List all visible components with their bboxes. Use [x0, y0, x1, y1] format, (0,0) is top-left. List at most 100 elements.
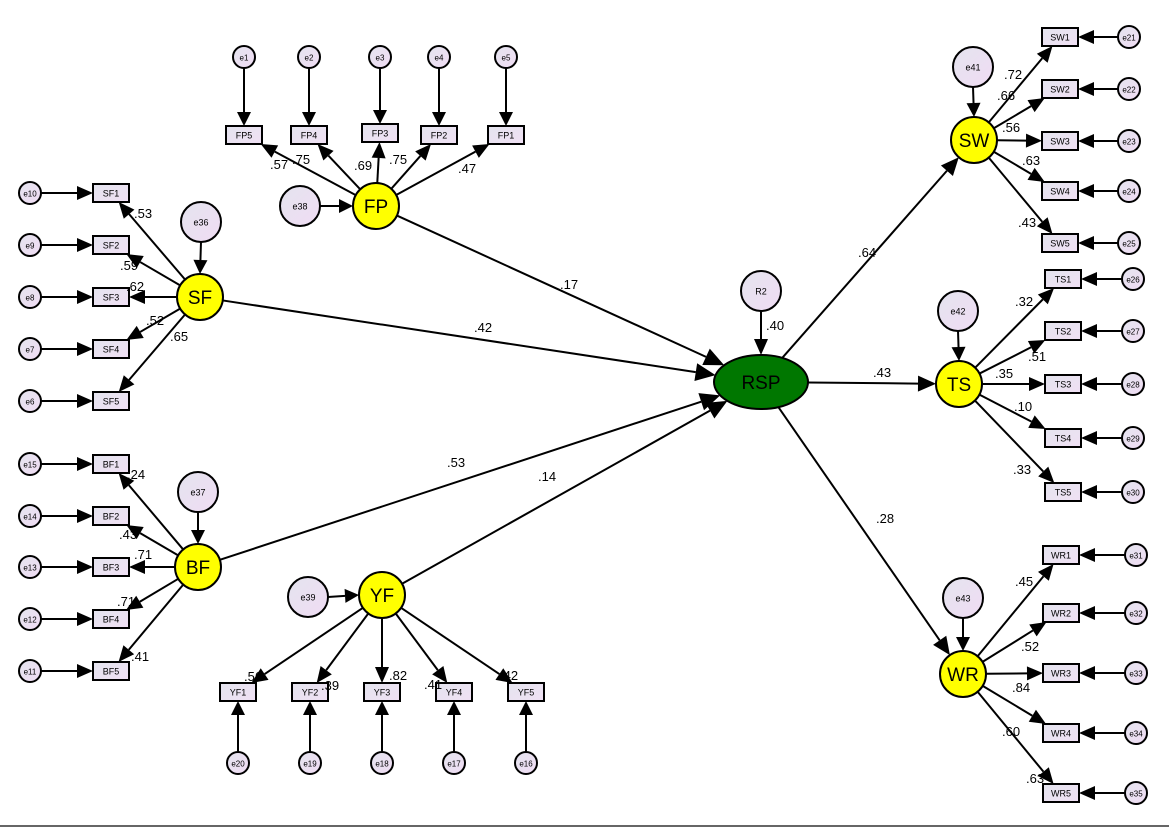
loading-label-sf1: .53: [134, 206, 152, 221]
path-rsp-to-sw: [781, 157, 959, 359]
edge-line: [394, 612, 439, 671]
edge-line: [974, 399, 1044, 473]
error-e17: [442, 751, 466, 775]
indicator-sf4: [92, 339, 130, 359]
error-arrow-e1: [237, 68, 251, 126]
path-coef-yf: .14: [538, 469, 556, 484]
indicator-wr1: [1042, 545, 1080, 565]
loading-label-bf4: .71: [117, 594, 135, 609]
arrowhead-icon: [694, 363, 716, 382]
loading-bf-1: [118, 473, 184, 551]
error-arrow-e25: [1078, 236, 1118, 250]
indicator-ts4: [1044, 428, 1082, 448]
arrowhead-icon: [126, 595, 144, 610]
loading-fp-2: [317, 144, 361, 190]
arrowhead-icon: [499, 112, 513, 126]
edge-line: [781, 170, 948, 359]
indicator-bf5-label: BF5: [103, 667, 120, 677]
path-rsp-to-wr: [777, 406, 950, 656]
central-node-label: RSP: [741, 373, 780, 394]
arrowhead-icon: [1029, 377, 1045, 391]
error-e30: [1121, 480, 1145, 504]
loading-sw-3: [996, 133, 1042, 148]
indicator-wr1-label: WR1: [1051, 551, 1071, 561]
indicator-bf1-label: BF1: [103, 460, 120, 470]
indicator-fp1: [487, 125, 525, 145]
arrowhead-icon: [1029, 622, 1047, 637]
disturbance-arrow: [754, 311, 768, 355]
arrowhead-icon: [1078, 134, 1094, 148]
loading-label-bf1: .24: [127, 467, 145, 482]
edge-line: [128, 213, 186, 281]
error-e5: [494, 45, 518, 69]
loading-yf-5: [400, 607, 513, 683]
indicator-bf1: [92, 454, 130, 474]
error-arrow-e14: [41, 509, 93, 523]
arrowhead-icon: [702, 348, 725, 366]
loading-ts-5: [974, 399, 1055, 483]
loading-yf-1: [251, 607, 364, 683]
edge-line: [976, 691, 1045, 773]
indicator-sw3-label: SW3: [1050, 137, 1070, 147]
error-e13-label: e13: [23, 564, 37, 573]
loading-sw-4: [993, 150, 1045, 182]
error-e24-label: e24: [1122, 188, 1136, 197]
indicator-sf3-label: SF3: [103, 293, 120, 303]
loading-label-wr1: .45: [1015, 574, 1033, 589]
loading-ts-3: [982, 377, 1045, 391]
path-coef-fp: .17: [560, 277, 578, 292]
latent-wr-label: WR: [947, 665, 979, 686]
loading-label-yf3: .82: [389, 668, 407, 683]
edge-line: [400, 607, 500, 675]
edge-line: [139, 532, 179, 557]
error-arrow-e33: [1079, 666, 1125, 680]
error-arrow-e28: [1081, 377, 1122, 391]
loading-fp-1: [260, 144, 357, 196]
indicator-ts3: [1044, 374, 1082, 394]
error-arrow-e15: [41, 457, 93, 471]
edge-line: [199, 241, 202, 261]
error-e15-label: e15: [23, 461, 37, 470]
error-e14: [18, 504, 42, 528]
error-e12: [18, 607, 42, 631]
central-node-rsp: [713, 354, 809, 410]
error-e32: [1124, 601, 1148, 625]
error-arrow-e23: [1078, 134, 1118, 148]
loading-label-fp3: .69: [354, 158, 372, 173]
indicator-ts4-label: TS4: [1055, 434, 1072, 444]
indicator-sw5: [1041, 233, 1079, 253]
loading-label-sw4: .63: [1022, 153, 1040, 168]
loading-yf-3: [375, 618, 389, 683]
arrowhead-icon: [951, 346, 966, 361]
arrowhead-icon: [118, 202, 135, 219]
indicator-sf5: [92, 391, 130, 411]
arrowhead-icon: [447, 701, 461, 715]
error-e42-label: e42: [950, 307, 965, 317]
indicator-wr2: [1042, 603, 1080, 623]
error-e24: [1117, 179, 1141, 203]
indicator-sw4-label: SW4: [1050, 187, 1070, 197]
error-e18: [370, 751, 394, 775]
error-e4-label: e4: [435, 54, 444, 63]
indicator-fp2-label: FP2: [431, 131, 448, 141]
edge-line: [327, 594, 346, 598]
loading-label-sf3: .62: [126, 279, 144, 294]
edge-line: [327, 154, 361, 190]
indicator-yf1-label: YF1: [230, 688, 247, 698]
error-e20: [226, 751, 250, 775]
arrowhead-icon: [1079, 548, 1095, 562]
edge-line: [777, 406, 941, 641]
latent-bf: [174, 543, 222, 591]
error-e7: [18, 337, 42, 361]
arrowhead-icon: [375, 667, 389, 683]
error-e27: [1121, 319, 1145, 343]
edge-line: [395, 150, 476, 196]
arrowhead-icon: [1081, 272, 1097, 286]
edge-line: [957, 330, 960, 348]
error-arrow-e24: [1078, 184, 1118, 198]
indicator-sw5-label: SW5: [1050, 239, 1070, 249]
error-e12-label: e12: [23, 616, 37, 625]
error-arrow-e18: [375, 701, 389, 752]
error-e37-label: e37: [190, 488, 205, 498]
indicator-bf5: [92, 661, 130, 681]
